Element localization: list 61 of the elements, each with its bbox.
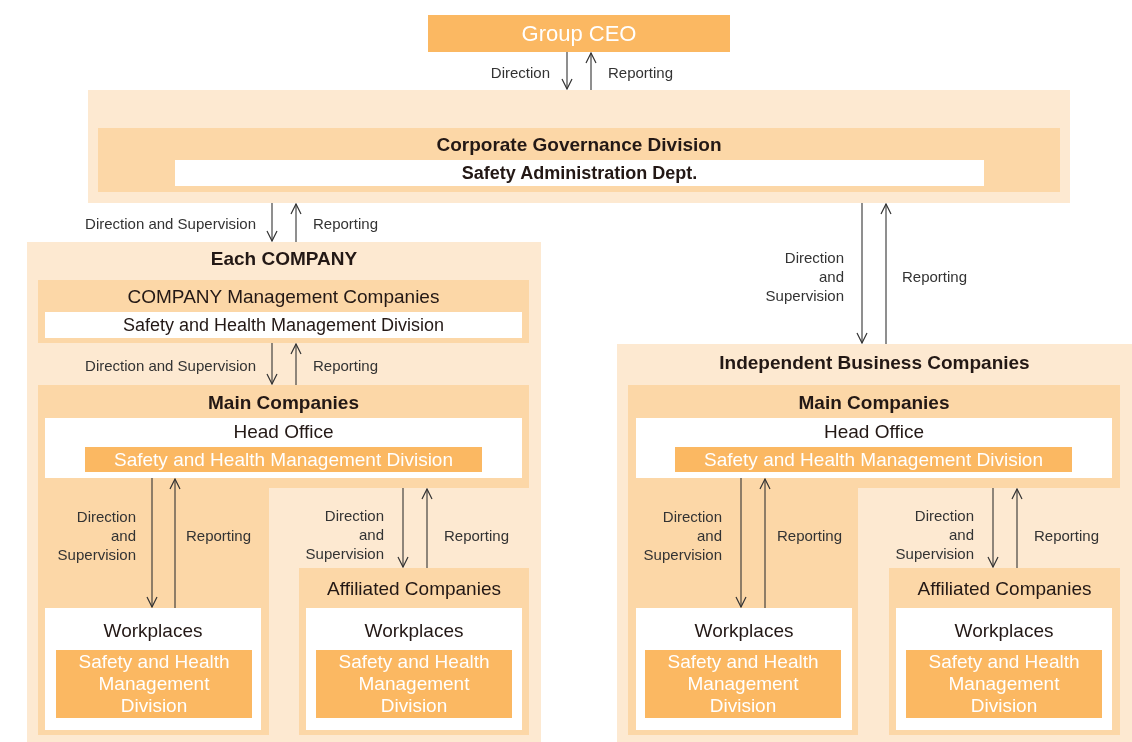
node-label: Corporate Governance Division xyxy=(435,134,723,156)
division-box xyxy=(56,650,252,718)
head-office-box xyxy=(45,418,522,478)
workplace-box xyxy=(896,608,1112,730)
arrow xyxy=(290,203,302,243)
arrow xyxy=(585,52,597,91)
node-label: COMPANY Management Companies xyxy=(126,286,441,308)
arrow xyxy=(987,487,999,568)
department-box xyxy=(175,160,984,186)
arrow xyxy=(146,477,158,608)
arrow xyxy=(421,488,433,569)
node-label: Safety and Health Management Division xyxy=(703,448,1044,471)
node-label: Main Companies xyxy=(797,392,951,414)
node-label: Workplaces xyxy=(953,620,1055,642)
arrow xyxy=(735,477,747,608)
arrow xyxy=(759,478,771,609)
node-label: Safety and Health Management Division xyxy=(337,651,491,717)
node-label: Workplaces xyxy=(102,620,204,642)
arrow xyxy=(397,487,409,568)
node-label: Safety and Health Management Division xyxy=(927,651,1081,717)
arrow xyxy=(169,478,181,609)
division-box xyxy=(316,650,512,718)
division-box xyxy=(645,650,841,718)
node-label: Workplaces xyxy=(693,620,795,642)
management-panel xyxy=(38,280,529,343)
head-office-box xyxy=(636,418,1112,478)
node-label: Safety and Health Management Division xyxy=(113,448,454,471)
node-label: Safety and Health Management Division xyxy=(666,651,820,717)
arrow xyxy=(266,202,278,242)
node-label: Head Office xyxy=(232,421,335,443)
arrow xyxy=(266,342,278,385)
workplace-box xyxy=(636,608,852,730)
node-label: Independent Business Companies xyxy=(718,352,1031,374)
organization-panel xyxy=(88,90,1070,203)
node-label: Safety and Health Management Division xyxy=(77,651,231,717)
arrow xyxy=(856,202,868,344)
node-label: Main Companies xyxy=(207,392,360,414)
node-label: Group CEO xyxy=(520,20,638,47)
workplace-box xyxy=(306,608,522,730)
division-box xyxy=(675,447,1072,472)
arrow xyxy=(1011,488,1023,569)
division-box xyxy=(45,312,522,338)
arrow xyxy=(290,343,302,386)
node-label: Affiliated Companies xyxy=(326,578,502,600)
affiliated-panel xyxy=(889,568,1120,735)
division-panel xyxy=(98,128,1060,192)
group-panel xyxy=(617,344,1132,742)
node-label: Affiliated Companies xyxy=(916,578,1093,600)
node-label: Safety Administration Dept. xyxy=(460,162,699,184)
group-panel xyxy=(27,242,541,742)
node-label: Safety and Health Management Division xyxy=(121,314,446,336)
affiliated-panel xyxy=(299,568,529,735)
arrow xyxy=(561,51,573,90)
division-box xyxy=(906,650,1102,718)
node-label: Each COMPANY xyxy=(209,248,359,270)
node-label: Workplaces xyxy=(363,620,465,642)
workplace-box xyxy=(45,608,261,730)
division-box xyxy=(85,447,482,472)
node-label: Head Office xyxy=(823,421,925,443)
ceo-box xyxy=(428,15,730,52)
arrow xyxy=(880,203,892,345)
